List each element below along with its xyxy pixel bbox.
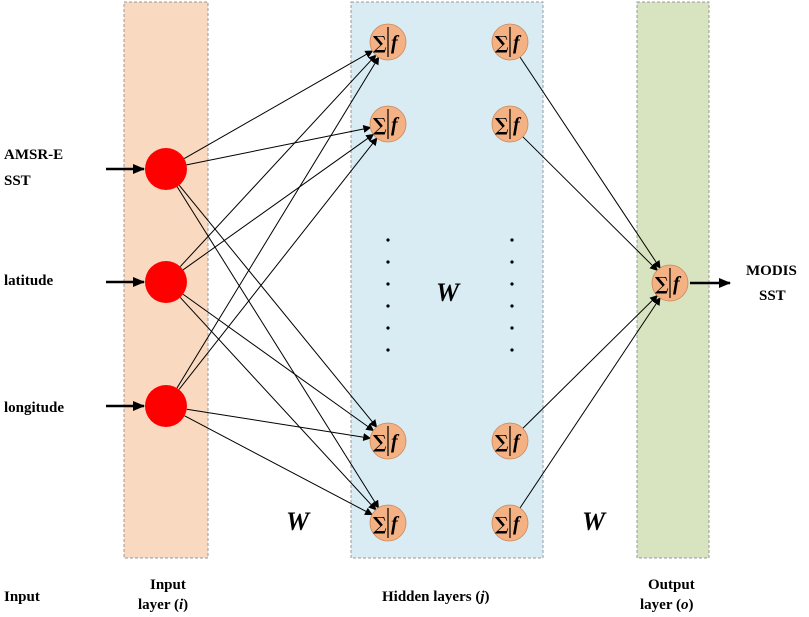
column-label-hidden-layers: Hidden layers (j) (382, 589, 490, 605)
ellipsis-dot (386, 238, 390, 242)
column-label-input-layer-line1: Input (150, 577, 186, 593)
connection-line (184, 415, 373, 516)
connection-line (186, 125, 372, 166)
func-symbol: f (513, 431, 522, 453)
ellipsis-dots (386, 238, 514, 352)
input-label-latitude: latitude (4, 273, 54, 289)
connection-line (178, 184, 378, 428)
connections (176, 50, 661, 516)
ellipsis-dot (510, 348, 514, 352)
sum-symbol: ∑ (373, 514, 387, 535)
sum-symbol: ∑ (495, 33, 509, 54)
sum-symbol: ∑ (655, 274, 669, 295)
ellipsis-dot (510, 238, 514, 242)
weight-label-right: W (582, 507, 607, 536)
func-symbol: f (391, 32, 400, 54)
connection-line (179, 54, 377, 267)
ellipsis-dot (510, 282, 514, 286)
connection-line (519, 56, 661, 269)
neuron-node: ∑f (491, 105, 529, 143)
input-node-amsre (145, 148, 187, 190)
neuron-node: ∑f (369, 105, 407, 143)
func-symbol: f (673, 273, 682, 295)
ellipsis-dot (510, 260, 514, 264)
input-label-amsre-line2: SST (4, 173, 31, 189)
ellipsis-dot (510, 304, 514, 308)
neuron-node: ∑f (491, 504, 529, 542)
weight-label-middle: W (436, 278, 461, 307)
neuron-node: ∑f (369, 504, 407, 542)
neuron-node: ∑f (491, 23, 529, 61)
output-label-line2: SST (759, 288, 786, 304)
neuron-node: ∑f (369, 23, 407, 61)
input-node-latitude (145, 261, 187, 303)
func-symbol: f (513, 513, 522, 535)
sum-symbol: ∑ (373, 33, 387, 54)
connection-line (176, 186, 379, 509)
input-label-longitude: longitude (4, 400, 64, 416)
func-symbol: f (391, 431, 400, 453)
ellipsis-dot (386, 282, 390, 286)
connection-line (522, 136, 658, 272)
neuron-node: ∑f (651, 264, 689, 302)
connection-line (182, 133, 375, 271)
ellipsis-dot (386, 260, 390, 264)
func-symbol: f (513, 32, 522, 54)
func-symbol: f (391, 513, 400, 535)
func-symbol: f (391, 114, 400, 136)
connection-line (182, 293, 375, 432)
sum-symbol: ∑ (495, 432, 509, 453)
func-symbol: f (513, 114, 522, 136)
ellipsis-dot (386, 326, 390, 330)
neuron-node: ∑f (491, 422, 529, 460)
connection-line (176, 56, 380, 389)
sum-symbol: ∑ (373, 115, 387, 136)
ellipsis-dot (510, 326, 514, 330)
sum-symbol: ∑ (495, 514, 509, 535)
column-label-output-layer-line1: Output (648, 577, 695, 593)
connection-line (522, 294, 658, 429)
connection-line (183, 50, 374, 160)
output-label-line1: MODIS (746, 263, 797, 279)
connection-line (179, 297, 377, 511)
ellipsis-dot (386, 304, 390, 308)
input-node-longitude (145, 385, 187, 427)
ellipsis-dot (386, 348, 390, 352)
neuron-node: ∑f (369, 422, 407, 460)
sum-symbol: ∑ (495, 115, 509, 136)
input-label-amsre-line1: AMSR-E (4, 147, 63, 163)
connection-line (186, 408, 372, 442)
column-label-input: Input (4, 589, 40, 605)
sum-symbol: ∑ (373, 432, 387, 453)
connection-line (519, 297, 661, 509)
hidden-layers-band (350, 1, 544, 559)
connection-line (178, 137, 378, 390)
weight-label-left: W (286, 507, 311, 536)
column-label-input-layer-line2: layer (i) (138, 597, 188, 613)
column-label-output-layer-line2: layer (o) (640, 597, 693, 613)
neurons: ∑f∑f∑f∑f∑f∑f∑f∑f∑f (369, 23, 689, 542)
